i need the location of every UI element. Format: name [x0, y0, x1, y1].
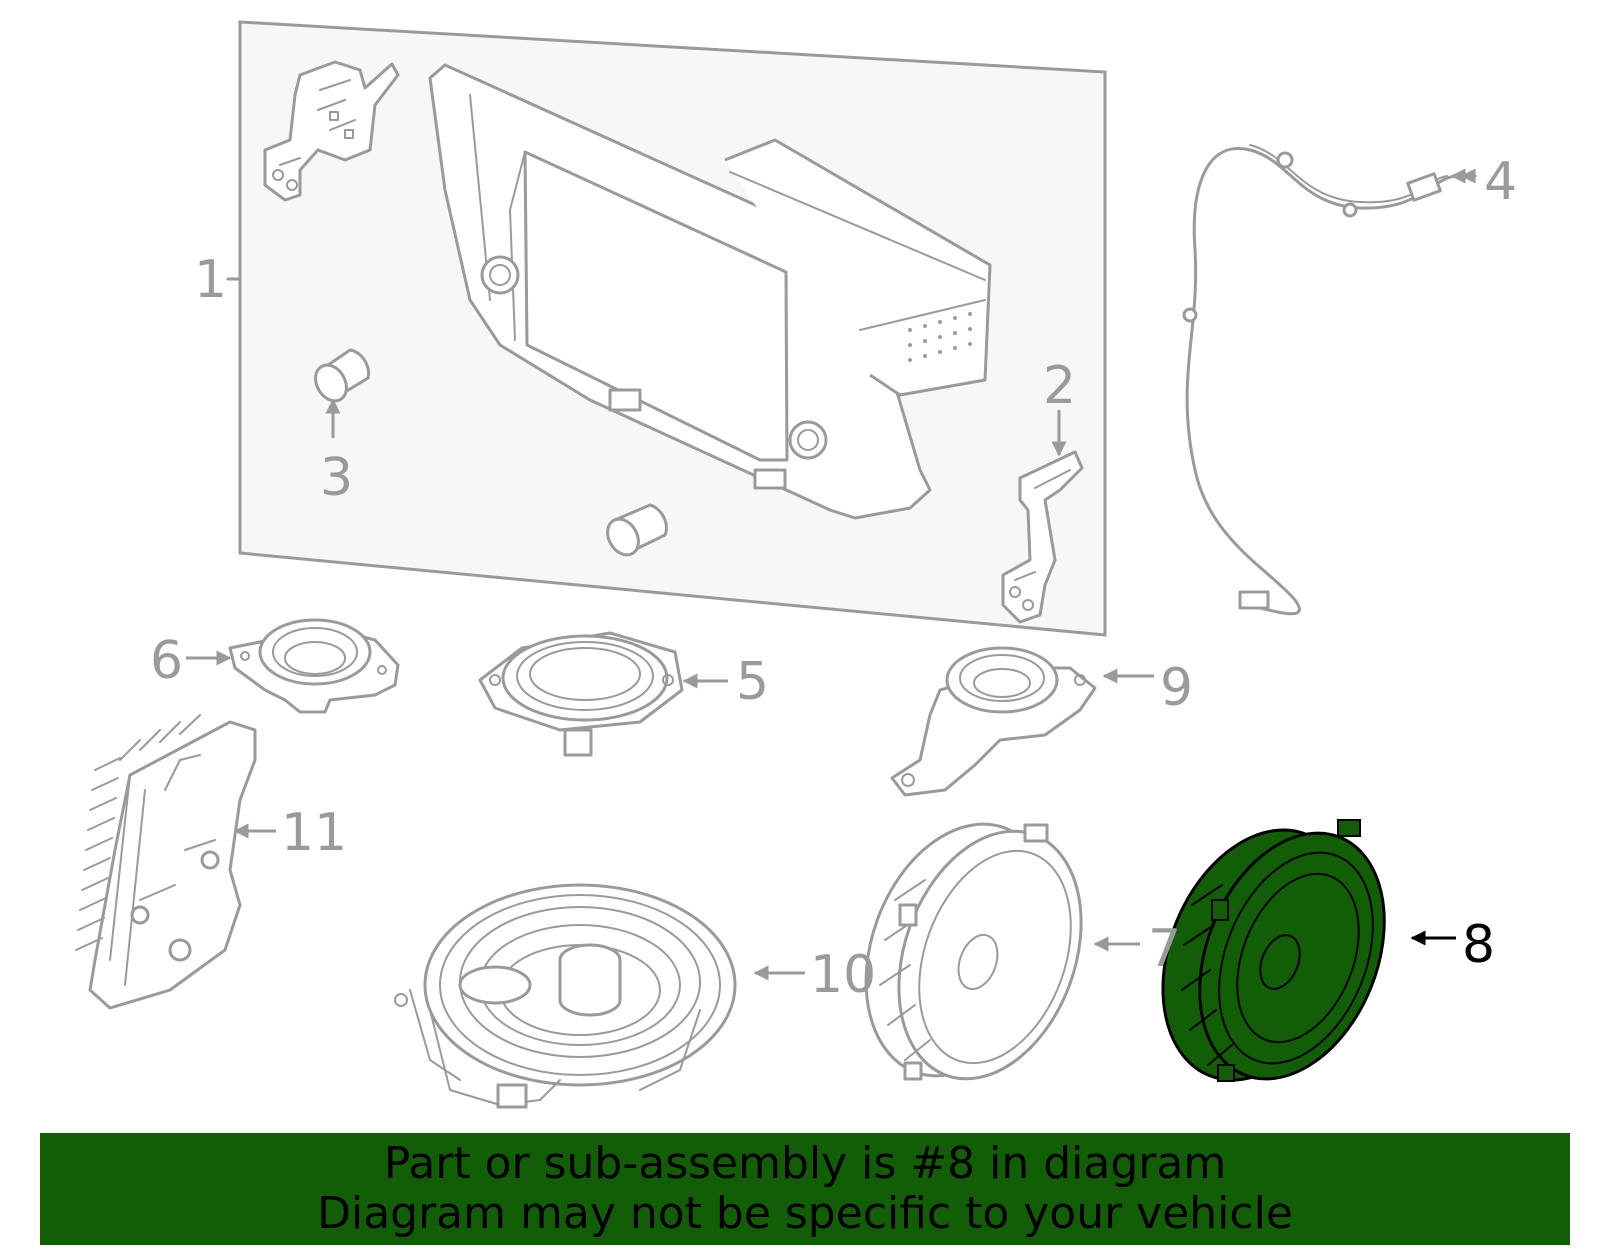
- knob-bottom: [606, 503, 668, 557]
- side-bracket-part-2: [1001, 450, 1084, 624]
- speaker-part-7: [864, 822, 1083, 1081]
- callout-3: 3: [320, 448, 353, 508]
- amplifier-part-11: [75, 714, 257, 1010]
- callout-10: 10: [810, 945, 876, 1005]
- connector-dots: [908, 312, 972, 362]
- leader-lines: [186, 168, 1477, 981]
- antenna-cable-part-4: [1182, 144, 1457, 616]
- callout-labels: 1 2 3 4 5 6 7 8 9 10 11: [150, 152, 1517, 1005]
- heat-sink-fins: [75, 714, 201, 951]
- callout-5: 5: [736, 652, 769, 712]
- woofer-part-10: [394, 883, 737, 1109]
- callout-8: 8: [1462, 915, 1495, 975]
- callout-2: 2: [1043, 356, 1076, 416]
- tweeter-part-6: [228, 618, 400, 714]
- callout-4: 4: [1484, 152, 1517, 212]
- tweeter-bracket-part-9: [890, 646, 1097, 797]
- upper-bracket: [263, 60, 400, 202]
- display-head-unit: [428, 63, 992, 520]
- callout-1: 1: [194, 250, 227, 310]
- callout-11: 11: [281, 803, 347, 863]
- callout-9: 9: [1160, 658, 1193, 718]
- callout-7: 7: [1148, 919, 1181, 979]
- speaker-part-5: [478, 631, 684, 757]
- callout-6: 6: [150, 631, 183, 691]
- banner-line-disclaimer: Diagram may not be specific to your vehi…: [317, 1188, 1293, 1239]
- knob-part-3: [314, 348, 371, 403]
- banner-line-part-number: Part or sub-assembly is #8 in diagram: [383, 1138, 1227, 1189]
- info-banner: Part or sub-assembly is #8 in diagram Di…: [40, 1133, 1570, 1245]
- speaker-part-8-highlighted: [1161, 819, 1386, 1082]
